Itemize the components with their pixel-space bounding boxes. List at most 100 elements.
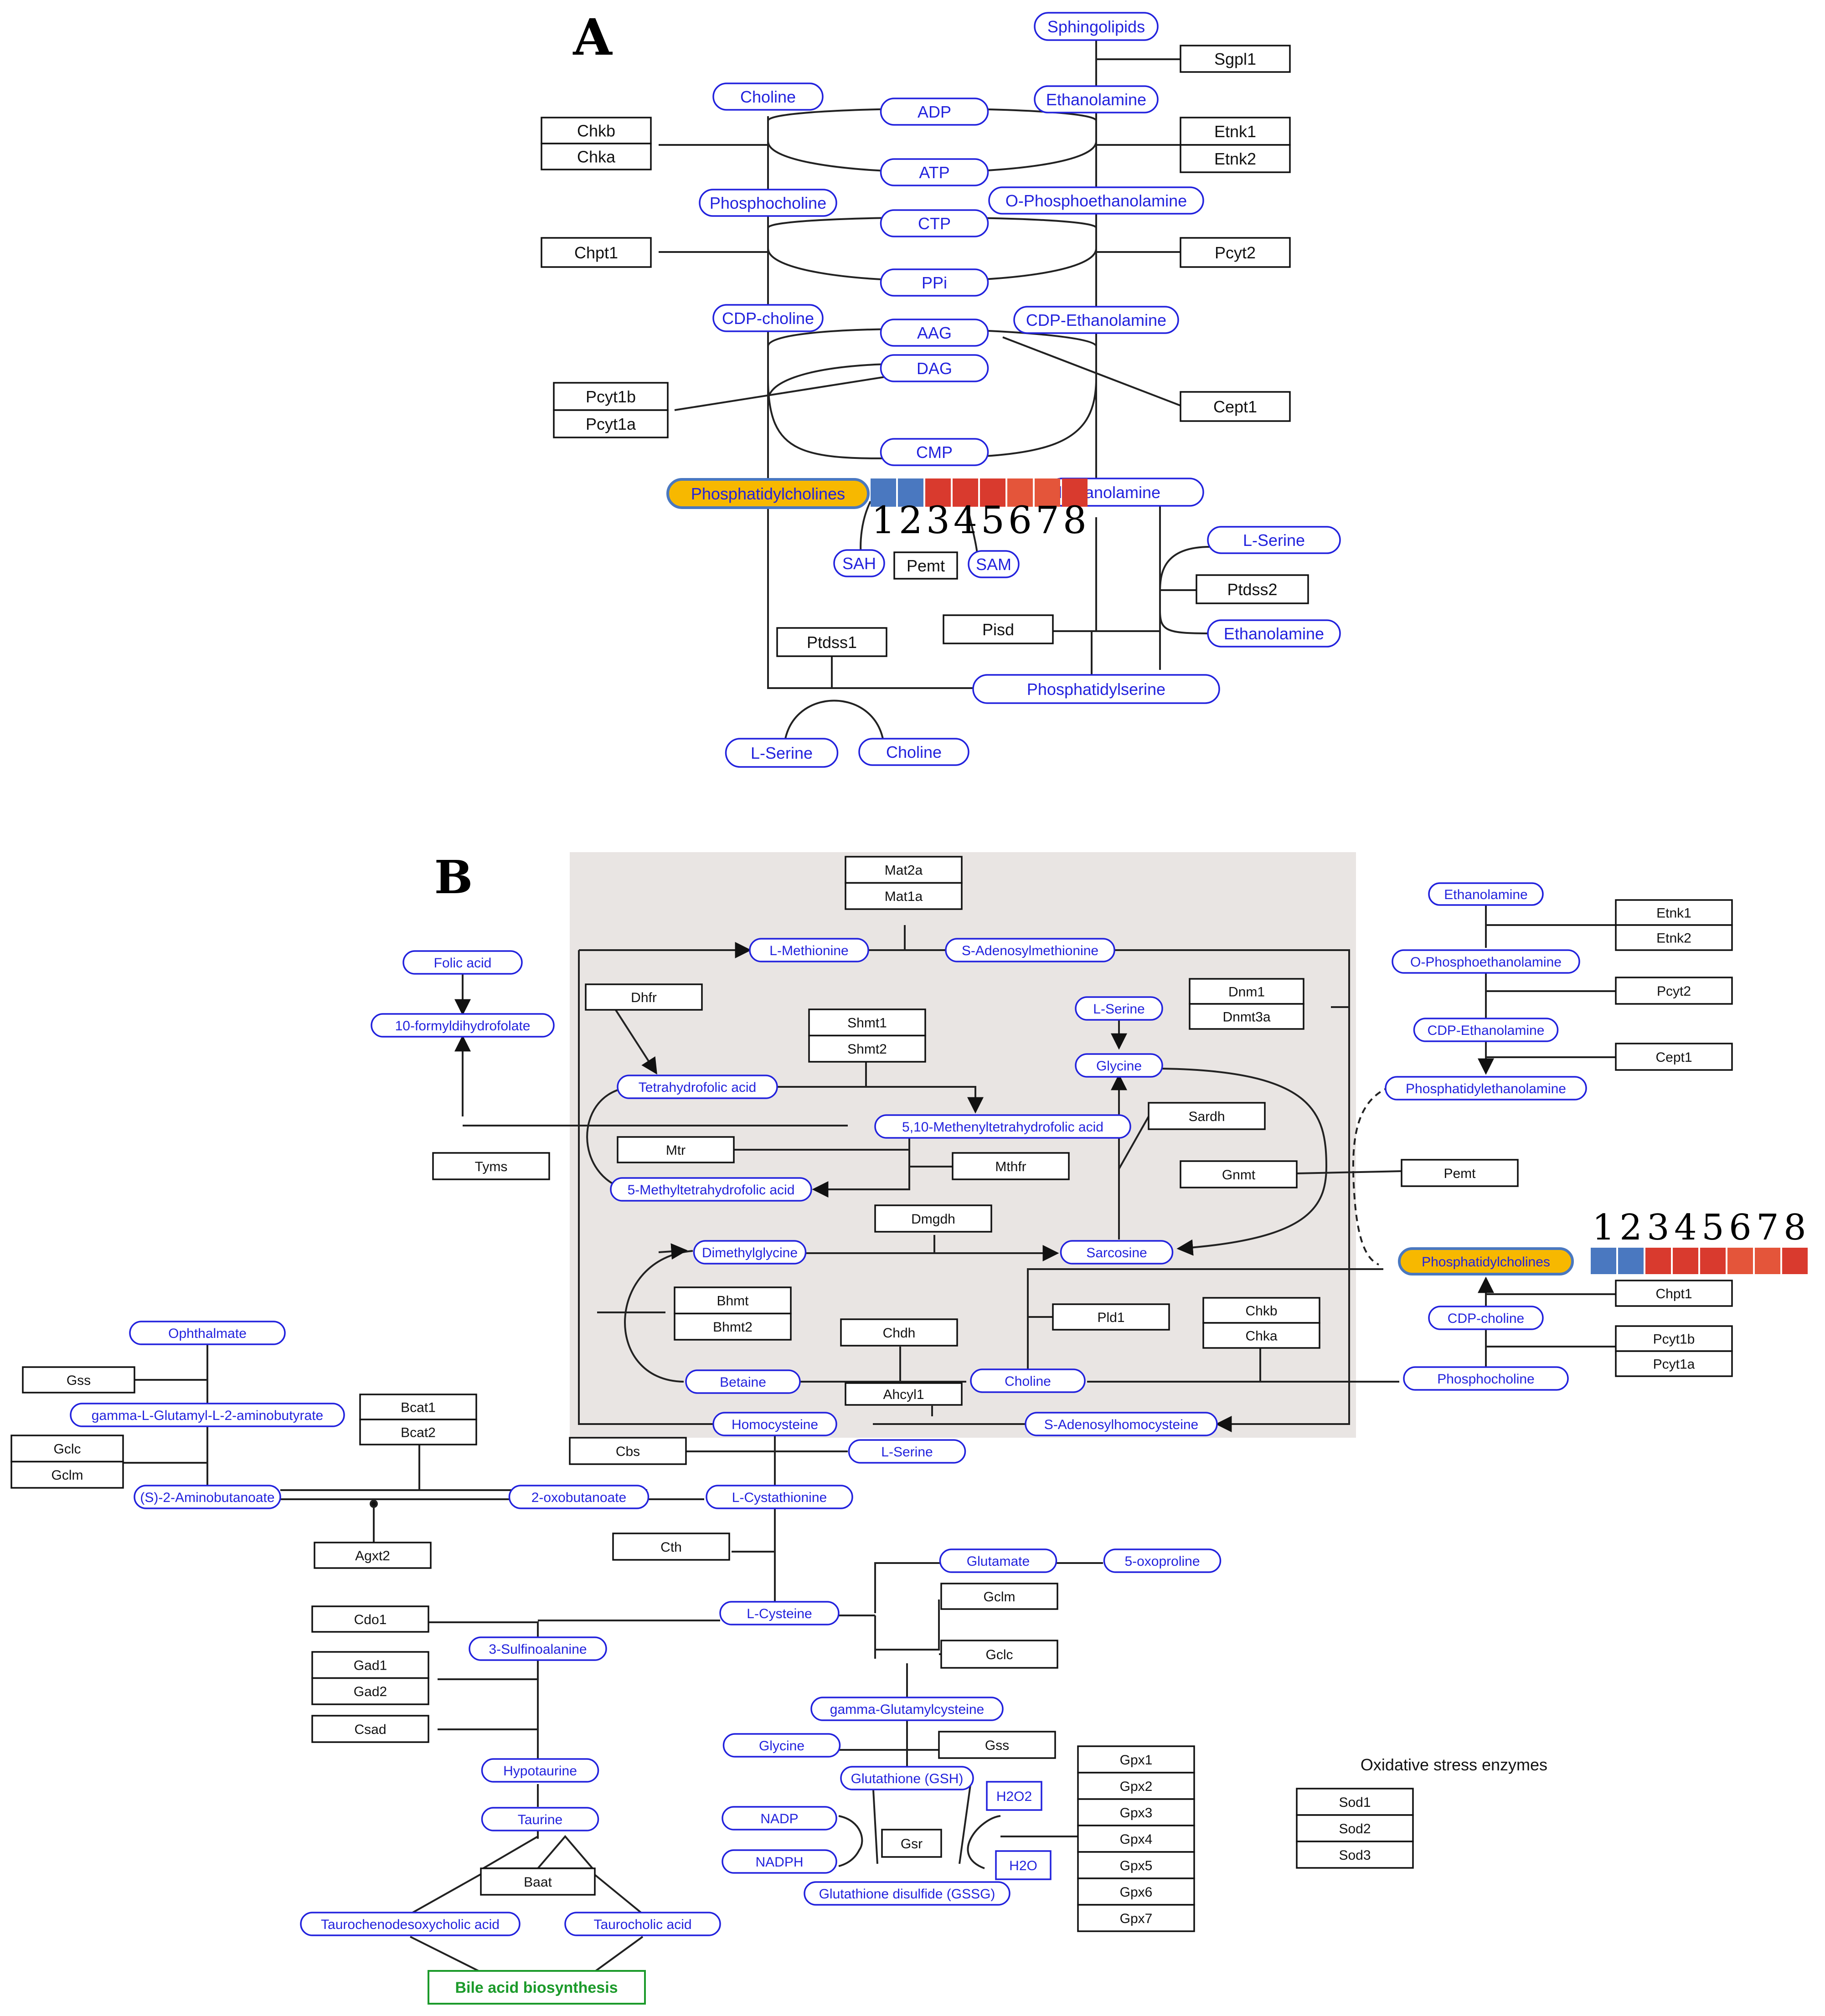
connector <box>1002 336 1181 406</box>
gene-cdo1: Cdo1 <box>311 1605 429 1633</box>
heatmap-cell-1 <box>1591 1248 1616 1274</box>
heatmap-cell-8 <box>1782 1248 1808 1274</box>
gene-label: Bcat2 <box>401 1425 436 1440</box>
metabolite-label: CDP-Ethanolamine <box>1026 311 1166 329</box>
metabolite-taurocholic: Taurocholic acid <box>564 1912 721 1936</box>
gene-shmt1: Shmt1 <box>808 1008 926 1037</box>
connector <box>1118 1116 1150 1169</box>
metabolite-l-cysteine: L-Cysteine <box>719 1601 840 1625</box>
metabolite-s-adenosylmethionine: S-Adenosylmethionine <box>945 938 1115 962</box>
metabolite-label: Dimethylglycine <box>702 1245 798 1260</box>
metabolite-label: CMP <box>916 443 953 462</box>
gene-bhmt: Bhmt <box>674 1286 792 1315</box>
gene-label: Bhmt2 <box>713 1320 753 1335</box>
metabolite-label: L-Cystathionine <box>732 1490 827 1505</box>
gene-label: Etnk1 <box>1656 905 1691 921</box>
gene-label: Pcyt1a <box>1653 1357 1695 1372</box>
heatmap-cell-3 <box>1645 1248 1671 1274</box>
metabolite-nadp: NADP <box>722 1806 837 1831</box>
metabolite-label: gamma-L-Glutamyl-L-2-aminobutyrate <box>92 1408 324 1423</box>
metabolite-ophthalmate: Ophthalmate <box>129 1321 286 1345</box>
gene-gclm-right: Gclm <box>940 1583 1058 1610</box>
metabolite-l-serine-mid: L-Serine <box>848 1439 966 1464</box>
gene-gsr: Gsr <box>881 1829 942 1858</box>
gene-label: Mat2a <box>885 863 923 878</box>
gene-label: Sod2 <box>1339 1821 1371 1836</box>
metabolite-label: Tetrahydrofolic acid <box>639 1080 756 1095</box>
metabolite-oxoproline: 5-oxoproline <box>1103 1548 1222 1573</box>
metabolite-label: Choline <box>1005 1374 1051 1389</box>
connector <box>624 1250 693 1383</box>
gene-sgpl1: Sgpl1 <box>1180 45 1291 73</box>
gene-gad2: Gad2 <box>311 1677 429 1705</box>
gene-chka: Chka <box>1202 1322 1320 1349</box>
metabolite-label: L-Serine <box>881 1445 933 1460</box>
gene-label: Sgpl1 <box>1214 50 1256 68</box>
metabolite-label: Glutathione disulfide (GSSG) <box>819 1887 995 1902</box>
heatmap-number: 1 <box>1592 1207 1615 1248</box>
gene-label: Agxt2 <box>355 1548 390 1563</box>
connector <box>1027 1268 1383 1381</box>
metabolite-l-serine-right: L-Serine <box>1207 526 1341 554</box>
gene-label: Pcyt1a <box>586 415 636 433</box>
metabolite-betaine: Betaine <box>685 1369 801 1394</box>
gene-etnk2: Etnk2 <box>1615 924 1733 951</box>
gene-3: Gpx4 <box>1077 1825 1195 1853</box>
metabolite-label: Phosphatidylethanolamine <box>1406 1081 1566 1096</box>
gene-chka: Chka <box>541 143 652 170</box>
gene-label: Etnk2 <box>1656 931 1691 946</box>
gene-label: Shmt1 <box>847 1016 887 1031</box>
metabolite-label: Glycine <box>759 1738 804 1754</box>
gene-4: Gpx5 <box>1077 1851 1195 1879</box>
gene-label: Gclc <box>54 1442 81 1457</box>
gene-gclc-right: Gclc <box>940 1640 1058 1669</box>
gene-2: Sod3 <box>1296 1841 1414 1869</box>
heatmap-number: 1 <box>871 499 895 542</box>
heatmap-number: 5 <box>981 499 1005 542</box>
metabolite-label: ADP <box>918 103 951 121</box>
gene-label: Gnmt <box>1222 1167 1256 1183</box>
metabolite-glycine-bottom: Glycine <box>722 1733 841 1758</box>
metabolite-ethanolamine-right: Ethanolamine <box>1207 619 1341 648</box>
gene-label: Gclm <box>984 1589 1016 1605</box>
gene-label: Sardh <box>1188 1109 1225 1124</box>
gene-pld1: Pld1 <box>1052 1303 1170 1331</box>
gene-label: Gpx4 <box>1120 1832 1153 1847</box>
gene-0: Sod1 <box>1296 1788 1414 1816</box>
gene-label: Gpx3 <box>1120 1805 1153 1821</box>
metabolite-label: Hypotaurine <box>503 1764 577 1779</box>
metabolite-label: DAG <box>917 359 952 378</box>
metabolite-label: L-Serine <box>751 744 813 762</box>
gene-label: Bcat1 <box>401 1400 436 1415</box>
heatmap-number: 7 <box>1036 499 1059 542</box>
metabolite-label: Phosphocholine <box>1437 1372 1535 1387</box>
gene-pcyt1b: Pcyt1b <box>1615 1325 1733 1352</box>
gene-label: Baat <box>524 1875 552 1890</box>
metabolite-label: L-Cysteine <box>747 1606 812 1621</box>
heatmap-cell-2 <box>1618 1248 1644 1274</box>
metabolite-l-methionine: L-Methionine <box>749 938 869 962</box>
heatmap-number: 4 <box>954 499 977 542</box>
metabolite-hypotaurine: Hypotaurine <box>481 1758 599 1783</box>
gene-label: Gpx2 <box>1120 1779 1153 1794</box>
gene-label: Pld1 <box>1097 1310 1124 1325</box>
metabolite-methenyl: 5,10-Methenyltetrahydrofolic acid <box>874 1114 1131 1139</box>
gene-0: Gpx1 <box>1077 1745 1195 1774</box>
gene-2: Gpx3 <box>1077 1798 1195 1826</box>
gene-mthfr: Mthfr <box>952 1152 1070 1180</box>
metabolite-label: SAH <box>842 554 876 573</box>
gene-label: Pcyt2 <box>1657 984 1691 999</box>
gene-label: Gclm <box>52 1468 83 1483</box>
heatmap-cell-6 <box>1007 478 1033 507</box>
metabolite-aag: AAG <box>880 319 989 347</box>
gene-label: Gad1 <box>354 1658 387 1673</box>
gene-cept1: Cept1 <box>1180 391 1291 422</box>
connector <box>586 1087 627 1190</box>
metabolite-ethanolamine: Ethanolamine <box>1428 882 1544 906</box>
metabolite-label: CDP-choline <box>722 309 814 328</box>
gene-pcyt2: Pcyt2 <box>1615 977 1733 1005</box>
metabolite-aminobutanoate: (S)-2-Aminobutanoate <box>134 1485 281 1509</box>
branch-point <box>370 1500 378 1508</box>
gene-mat1a: Mat1a <box>845 882 963 910</box>
metabolite-label: 3-Sulfinoalanine <box>489 1642 587 1657</box>
